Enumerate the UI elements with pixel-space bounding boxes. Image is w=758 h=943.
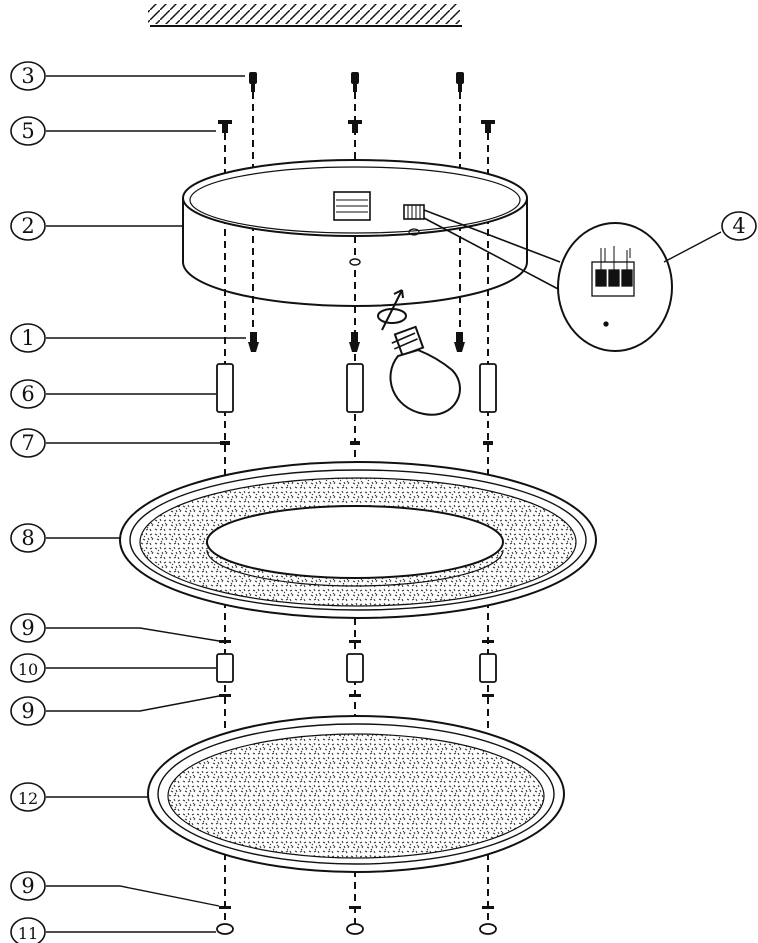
callout-number: 3 (21, 64, 34, 88)
callout-c9a: 9 (10, 613, 46, 643)
screw-icon (481, 120, 495, 133)
callout-circle (10, 917, 46, 943)
screw-icon (249, 72, 257, 92)
callout-c3: 3 (10, 61, 46, 91)
callout-c4: 4 (721, 211, 757, 241)
callout-c7: 7 (10, 428, 46, 458)
screw-icon (351, 72, 359, 92)
bottom-disc-diffuser (147, 715, 565, 873)
callout-c1: 1 (10, 323, 46, 353)
callout-c9c: 9 (10, 871, 46, 901)
washer-group (219, 640, 494, 909)
callout-number: 1 (21, 326, 34, 350)
screw-icon (218, 120, 232, 133)
callout-number: 7 (21, 431, 34, 455)
callout-circle (10, 782, 46, 812)
callout-number: 8 (21, 526, 34, 550)
callout-number: 12 (18, 789, 38, 808)
callout-c11: 11 (10, 917, 46, 943)
rotate-arrow-icon (377, 289, 407, 331)
callout-circle (10, 696, 46, 726)
callout-circle (10, 613, 46, 643)
screw-icon (348, 120, 362, 133)
callout-circle (10, 61, 46, 91)
terminal-block-detail (557, 222, 673, 352)
callout-number: 9 (21, 699, 34, 723)
callout-c9b: 9 (10, 696, 46, 726)
callout-circle (10, 379, 46, 409)
callout-c5: 5 (10, 116, 46, 146)
screw-icon (456, 72, 464, 92)
callout-circle (10, 653, 46, 683)
callout-circle (10, 428, 46, 458)
callout-c10: 10 (10, 653, 46, 683)
callout-c8: 8 (10, 523, 46, 553)
callout-number: 9 (21, 874, 34, 898)
ceiling-hatch-icon (148, 4, 462, 27)
callout-c2: 2 (10, 211, 46, 241)
callout-markers: 3 5 2 1 6 7 8 9 10 9 12 9 11 4 (10, 61, 757, 943)
callout-number: 6 (21, 382, 34, 406)
terminal-block-icon (591, 246, 635, 327)
callout-leaders (46, 75, 722, 933)
callout-circle (10, 211, 46, 241)
callout-number: 10 (18, 660, 38, 679)
screw-icon (349, 332, 360, 352)
screw-top-group (249, 72, 464, 92)
spacer-long-group (216, 363, 497, 413)
small-screw-group (218, 120, 495, 133)
callout-circle (10, 116, 46, 146)
callout-number: 9 (21, 616, 34, 640)
light-bulb-icon (389, 325, 461, 416)
spacer-short-group (216, 653, 497, 683)
wall-plug-screw-group (248, 332, 465, 352)
screw-icon (454, 332, 465, 352)
cap-nut-group (216, 923, 497, 935)
callout-circle (10, 871, 46, 901)
nut-group (220, 441, 493, 445)
callout-c6: 6 (10, 379, 46, 409)
callout-number: 11 (18, 924, 38, 943)
detail-leader (423, 209, 561, 291)
callout-circle (721, 211, 757, 241)
callout-number: 5 (21, 119, 34, 143)
callout-c12: 12 (10, 782, 46, 812)
callout-number: 2 (21, 214, 34, 238)
callout-circle (10, 323, 46, 353)
callout-number: 4 (732, 214, 745, 238)
outer-ring-diffuser (119, 461, 597, 619)
callout-circle (10, 523, 46, 553)
screw-icon (248, 332, 259, 352)
